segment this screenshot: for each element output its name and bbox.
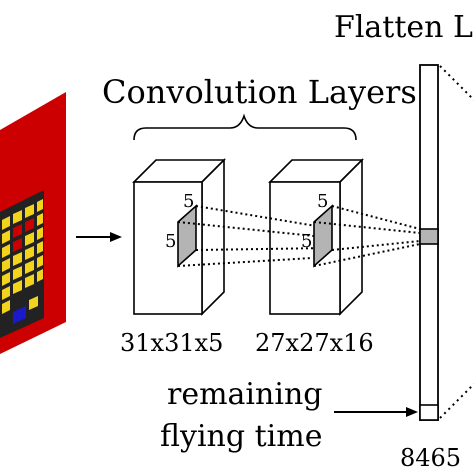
grid-cell	[25, 274, 34, 288]
projection-lines-2	[313, 205, 421, 267]
input-arrow	[76, 232, 122, 242]
conv-layer-1-dims: 31x31x5	[120, 329, 223, 357]
flatten-layer-last-cell	[419, 404, 439, 421]
grid-cell	[25, 204, 34, 218]
grid-cell	[29, 296, 38, 310]
projection-lines-1	[177, 205, 331, 267]
grid-cell	[13, 238, 22, 252]
flatten-layer-active-cell	[419, 228, 439, 245]
grid-cell	[37, 227, 43, 240]
grid-cell	[25, 232, 34, 246]
grid-cell	[2, 230, 10, 244]
grid-cell	[2, 300, 10, 314]
remaining-time-arrow	[334, 407, 418, 417]
grid-cell-goal	[13, 306, 26, 324]
grid-cell	[37, 255, 43, 268]
grid-cell	[2, 258, 10, 272]
input-map-grid	[0, 190, 44, 338]
flatten-layer	[419, 64, 439, 421]
grid-cell	[13, 252, 22, 266]
flatten-fanout-lines	[439, 65, 474, 419]
grid-cell	[13, 210, 22, 224]
kernel-2-height-label: 5	[301, 231, 312, 252]
flatten-layer-title: Flatten La	[334, 10, 474, 45]
grid-cell	[37, 269, 43, 282]
conv-layer-1-side	[201, 158, 225, 316]
grid-cell	[37, 241, 43, 254]
grid-cell	[2, 216, 10, 230]
grid-cell	[37, 199, 43, 212]
grid-cell	[2, 272, 10, 286]
remaining-time-label-line2: flying time	[160, 419, 322, 454]
grid-cell	[2, 244, 10, 258]
grid-cell	[25, 260, 34, 274]
grid-cell	[25, 246, 34, 260]
conv-layers-brace	[133, 113, 357, 141]
conv-layer-2-dims: 27x27x16	[255, 329, 374, 357]
grid-cell	[13, 280, 22, 294]
grid-cell	[13, 266, 22, 280]
conv-layers-title: Convolution Layers	[102, 73, 417, 111]
kernel-1-height-label: 5	[165, 231, 176, 252]
grid-cell	[13, 224, 22, 238]
conv-layer-1	[132, 158, 226, 316]
grid-cell	[2, 286, 10, 300]
conv-layer-2-side	[339, 158, 363, 316]
input-map	[0, 92, 66, 354]
grid-cell	[37, 213, 43, 226]
remaining-time-label-line1: remaining	[167, 377, 322, 412]
flatten-size-label: 8465	[400, 444, 461, 472]
kernel-1-width-label: 5	[183, 191, 194, 212]
kernel-2-width-label: 5	[317, 191, 328, 212]
grid-cell	[25, 218, 34, 232]
